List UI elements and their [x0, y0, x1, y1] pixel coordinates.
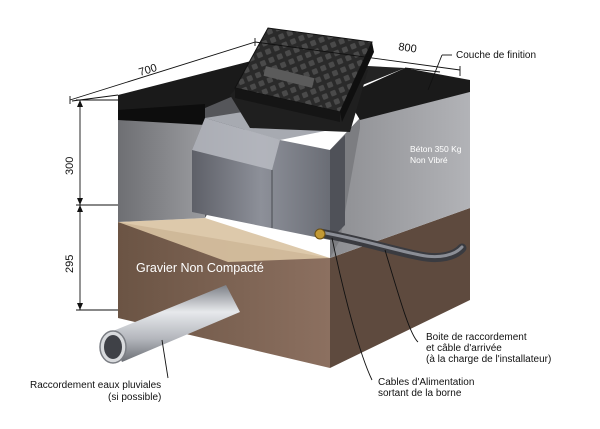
label-cables-line1: Cables d'Alimentation	[378, 377, 474, 388]
junction-box	[192, 110, 345, 240]
gravel-right-face	[330, 208, 470, 368]
dim-gravel-height-label: 295	[64, 255, 76, 273]
label-gravel: Gravier Non Compacté	[136, 261, 264, 275]
dim-depth-label: 700	[137, 62, 158, 79]
lid-edge-right	[340, 42, 374, 122]
gravel-top-sand	[118, 218, 330, 262]
concrete-right-front	[330, 92, 470, 258]
manhole-cover	[230, 27, 374, 132]
asphalt-left-edge	[118, 104, 205, 125]
lid-edge	[235, 88, 340, 122]
dim-concrete-height-label: 300	[64, 157, 76, 175]
lid-inscription	[263, 66, 315, 88]
label-finish-layer: Couche de finition	[456, 50, 536, 61]
rain-pipe-body	[108, 285, 240, 362]
dimension-arrows	[77, 100, 83, 310]
label-cables-line2: sortant de la borne	[378, 388, 462, 399]
cable-conduit	[314, 228, 467, 263]
leader-lines	[161, 54, 452, 381]
label-junction-line3: (à la charge de l'installateur)	[426, 354, 551, 365]
label-rain-line2: (si possible)	[108, 392, 161, 403]
box-side	[330, 135, 345, 240]
conduit-fitting	[314, 228, 326, 240]
label-concrete-line1: Béton 350 Kg	[410, 144, 462, 154]
asphalt-right	[345, 68, 470, 120]
box-bevel	[192, 118, 280, 170]
label-junction-line1: Boite de raccordement	[426, 332, 527, 343]
concrete-left-section	[118, 108, 205, 222]
label-rain-line1: Raccordement eaux pluviales	[30, 380, 161, 391]
rain-pipe	[99, 285, 240, 364]
label-concrete-line2: Non Vibré	[410, 155, 448, 165]
label-junction-line2: et câble d'arrivée	[426, 343, 502, 354]
dim-width-label: 800	[398, 41, 418, 55]
